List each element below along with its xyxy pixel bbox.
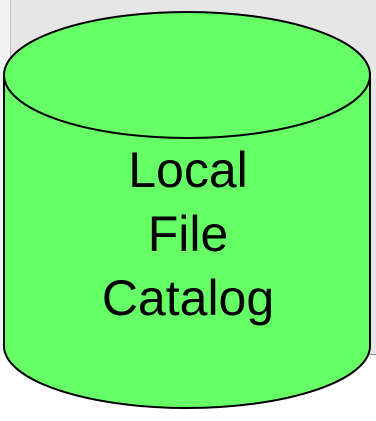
cylinder-body — [3, 74, 371, 409]
label-line-file: File — [147, 206, 229, 262]
label-line-local: Local — [128, 142, 248, 198]
cylinder-label: Local File Catalog — [60, 138, 316, 330]
cylinder-top — [3, 11, 371, 139]
label-line-catalog: Catalog — [101, 270, 275, 326]
